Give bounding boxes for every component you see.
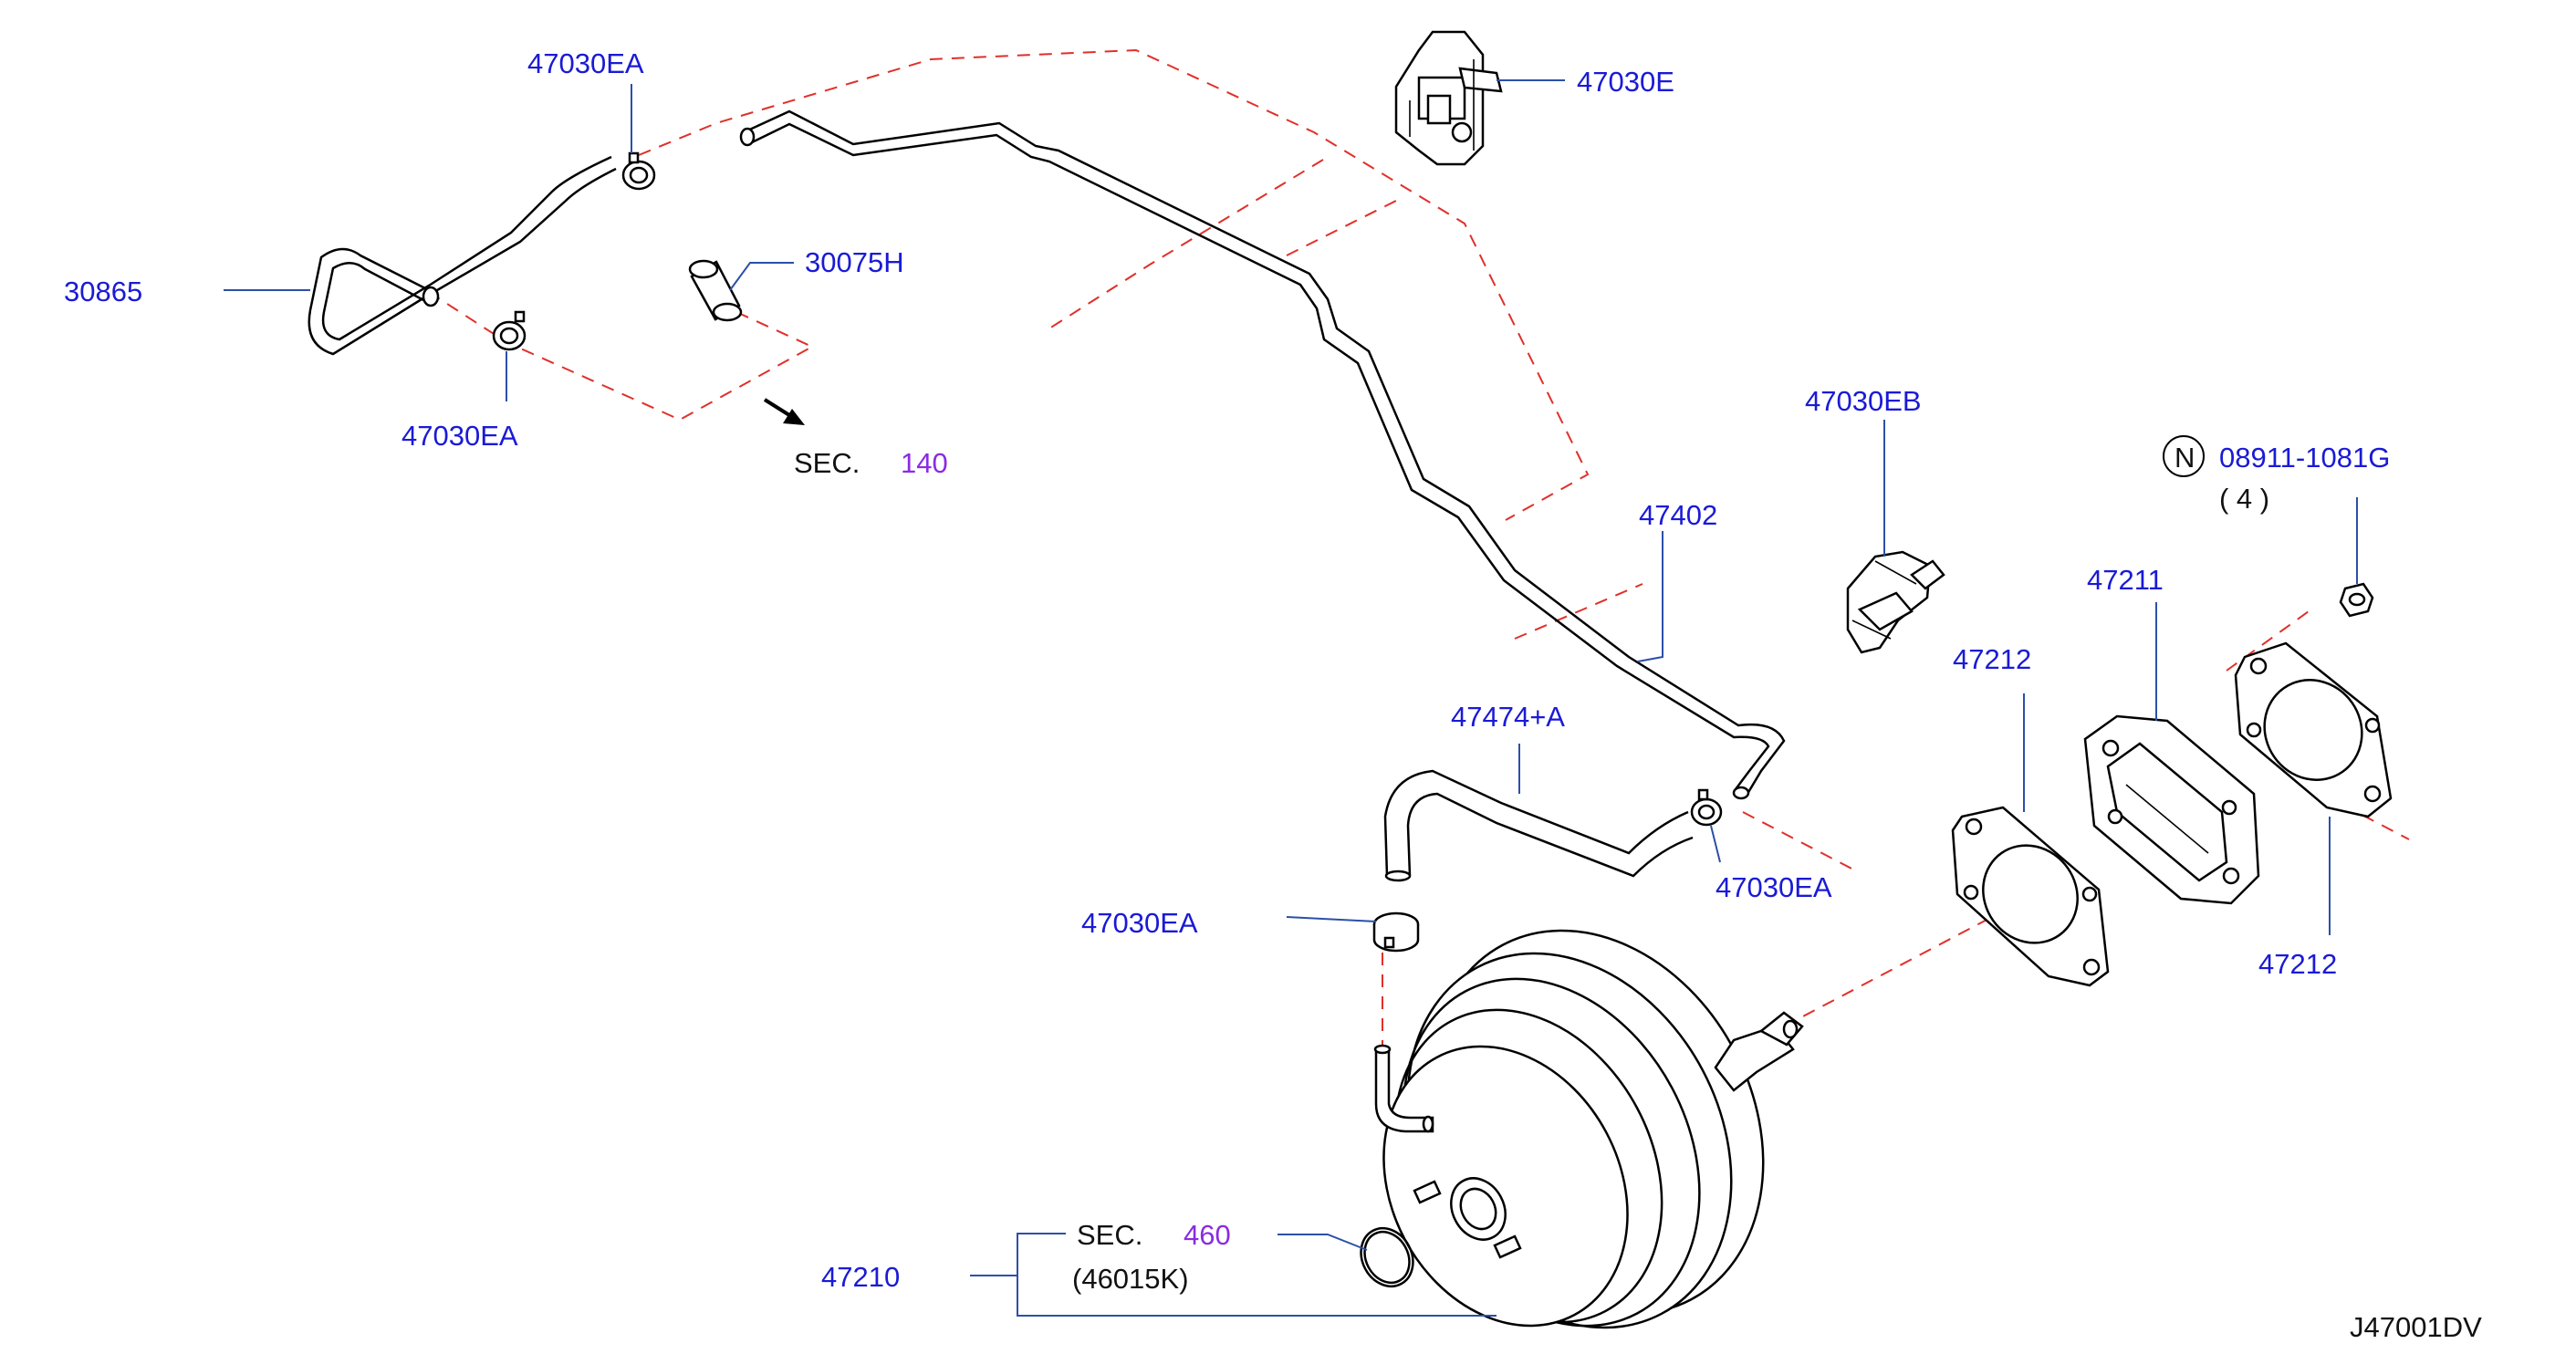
sec-140-arrow (763, 398, 805, 425)
brake-booster-47210[interactable] (1337, 872, 1829, 1354)
label-08911-quantity: ( 4 ) (2219, 483, 2269, 515)
label-sec-140-prefix: SEC. (794, 447, 860, 479)
label-47474A: 47474+A (1451, 701, 1565, 733)
label-47030EA-mid: 47030EA (1716, 871, 1832, 903)
label-47212-bottom: 47212 (2258, 948, 2337, 980)
label-47030E: 47030E (1577, 66, 1674, 98)
clamp-47030EA-left[interactable] (492, 310, 527, 351)
hose-30865[interactable] (308, 155, 617, 356)
label-sec-460-prefix: SEC. (1077, 1219, 1142, 1251)
label-47030EA-left: 47030EA (402, 420, 518, 452)
diagram-code: J47001DV (2350, 1311, 2482, 1343)
gasket-47212-rear[interactable] (2234, 641, 2393, 818)
label-sec-140-number: 140 (901, 447, 948, 479)
nut-08911-1081G[interactable] (2339, 582, 2374, 618)
n-symbol-circle (2163, 435, 2205, 477)
spacer-47211[interactable] (2083, 714, 2260, 905)
label-47030EA-low: 47030EA (1081, 907, 1198, 939)
tube-47402[interactable] (739, 109, 1786, 800)
leader-lines (224, 79, 2358, 1317)
n-symbol-letter: N (2174, 442, 2195, 474)
label-47402: 47402 (1639, 499, 1717, 531)
clamp-47030EA-low[interactable] (1372, 911, 1420, 953)
label-30865: 30865 (64, 276, 142, 307)
label-46015K: (46015K) (1072, 1263, 1189, 1295)
label-30075H: 30075H (805, 246, 904, 278)
label-08911-1081G: 08911-1081G (2219, 442, 2390, 474)
part-labels: 30865 47030EA 47030EA 47030E 30075H SEC.… (64, 47, 2482, 1343)
label-47212-top: 47212 (1953, 643, 2031, 675)
clamp-47030EA-mid[interactable] (1690, 788, 1723, 827)
bracket-47030EB[interactable] (1846, 550, 1945, 654)
hose-47474A[interactable] (1383, 769, 1694, 882)
label-47030EB: 47030EB (1805, 385, 1922, 417)
label-sec-460-number: 460 (1184, 1219, 1231, 1251)
o-ring-46015K[interactable] (1351, 1219, 1424, 1296)
cap-30075H[interactable] (688, 259, 743, 322)
label-47211: 47211 (2087, 564, 2164, 596)
label-47030EA-top: 47030EA (527, 47, 644, 79)
bracket-47030E[interactable] (1394, 30, 1503, 166)
gasket-47212-front[interactable] (1951, 806, 2110, 987)
clamp-47030EA-top[interactable] (621, 151, 656, 191)
label-47210: 47210 (821, 1261, 900, 1293)
